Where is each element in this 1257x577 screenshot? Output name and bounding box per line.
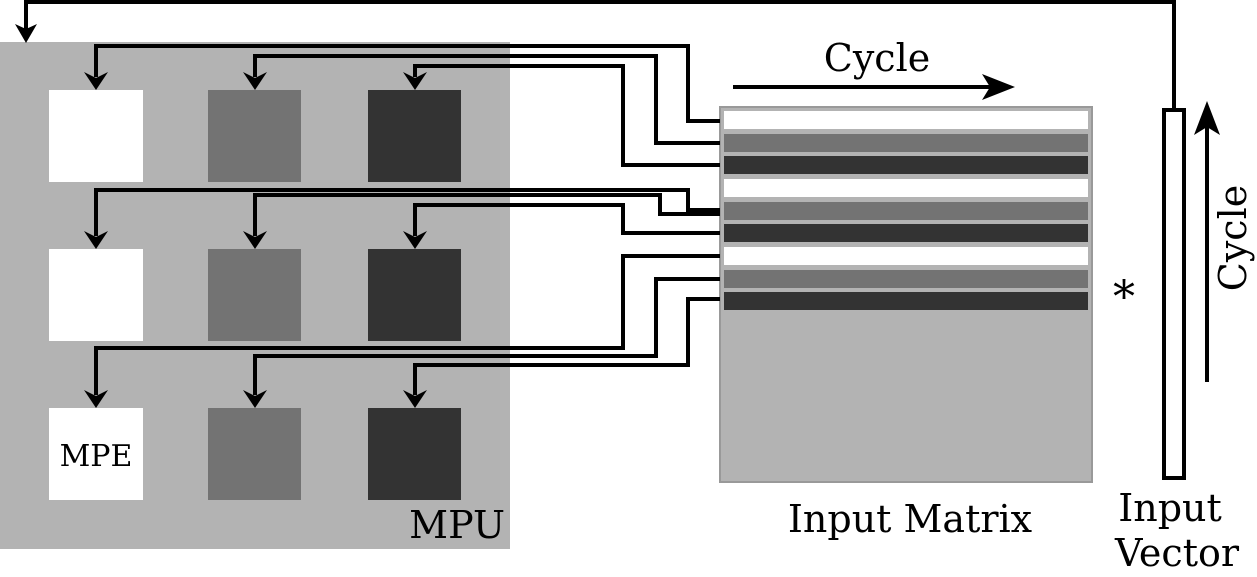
mpu-label: MPU xyxy=(409,503,505,547)
mpe-r1-c1 xyxy=(49,90,143,182)
mpe-r2-c1 xyxy=(49,249,143,341)
connector-row-8 xyxy=(253,277,720,395)
mpe-r3-c3 xyxy=(368,408,461,500)
connector-row-9 xyxy=(413,297,720,395)
matrix-row-6 xyxy=(724,224,1088,242)
cycle-vertical-arrowhead xyxy=(1194,101,1220,135)
arrowhead-r3-c3 xyxy=(403,390,427,408)
connector-row-1 xyxy=(94,44,720,123)
connector-row-7 xyxy=(94,254,720,395)
matrix-row-7 xyxy=(724,247,1088,265)
arrowhead-r3-c2 xyxy=(243,390,267,408)
input-vector xyxy=(1162,108,1186,480)
matrix-row-3 xyxy=(724,156,1088,174)
cycle-vertical-label: Cycle xyxy=(1211,185,1255,291)
vector-feedback-line xyxy=(24,0,1176,110)
arrowhead-r3-c1 xyxy=(84,390,108,408)
connector-row-3 xyxy=(413,64,720,167)
input-matrix-label: Input Matrix xyxy=(788,497,1032,541)
mpe-grid xyxy=(49,90,461,500)
connector-row-4 xyxy=(94,188,720,236)
mpe-r1-c3 xyxy=(368,90,461,182)
vector-feedback-arrowhead xyxy=(15,24,37,43)
multiply-symbol: * xyxy=(1113,272,1135,323)
arrowhead-r1-c3 xyxy=(403,72,427,90)
matrix-row-8 xyxy=(724,270,1088,288)
matrix-row-2 xyxy=(724,134,1088,152)
matrix-row-1 xyxy=(724,111,1088,129)
mpe-r1-c2 xyxy=(208,90,301,182)
connector-row-5 xyxy=(253,193,720,236)
mpe-r3-c1 xyxy=(49,408,143,500)
cycle-horizontal-label: Cycle xyxy=(824,36,930,80)
connector-arrowheads xyxy=(84,72,427,408)
cycle-horizontal-arrowhead xyxy=(982,74,1015,100)
arrowhead-r2-c3 xyxy=(403,231,427,249)
arrowhead-r2-c1 xyxy=(84,231,108,249)
mpe-label: MPE xyxy=(60,439,133,474)
matrix-row-9 xyxy=(724,292,1088,310)
input-vector-label-line1: Input xyxy=(1118,486,1222,530)
input-matrix-rows xyxy=(724,111,1088,310)
mpe-r2-c3 xyxy=(368,249,461,341)
connector-row-6 xyxy=(413,203,720,236)
arrowhead-r1-c2 xyxy=(243,72,267,90)
matrix-row-4 xyxy=(724,179,1088,197)
matrix-row-5 xyxy=(724,202,1088,220)
row-connectors xyxy=(94,44,720,395)
mpe-r2-c2 xyxy=(208,249,301,341)
arrowhead-r1-c1 xyxy=(84,72,108,90)
connector-row-2 xyxy=(253,54,720,145)
mpe-r3-c2 xyxy=(208,408,301,500)
input-vector-label-line2: Vector xyxy=(1114,531,1240,575)
arrowhead-r2-c2 xyxy=(243,231,267,249)
